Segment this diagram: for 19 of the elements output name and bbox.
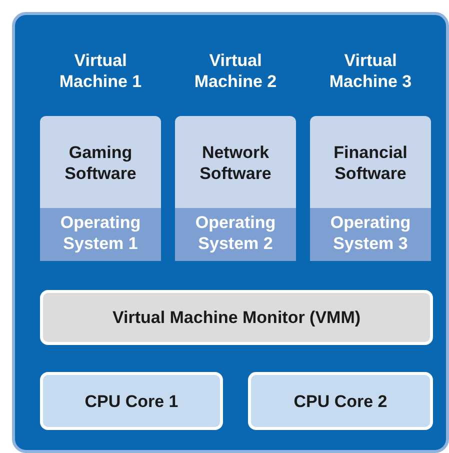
monitor-label: Virtual Machine Monitor (VMM) bbox=[111, 307, 362, 328]
operating-system-band bbox=[175, 208, 296, 261]
software-label: Gaming Software bbox=[64, 142, 138, 184]
cpu-core-label: CPU Core 1 bbox=[84, 390, 180, 412]
cpu-core-label: CPU Core 2 bbox=[292, 390, 388, 412]
os-label: Operating System 3 bbox=[329, 212, 412, 254]
operating-system-band bbox=[40, 208, 161, 261]
cpu-core-box bbox=[40, 372, 223, 430]
machine-heading: Virtual Machine 3 bbox=[328, 50, 413, 92]
software-label: Network Software bbox=[198, 142, 272, 184]
panel-background bbox=[12, 12, 449, 453]
cpu-core-box bbox=[248, 372, 433, 430]
machine-heading: Virtual Machine 1 bbox=[58, 50, 143, 92]
machine-heading: Virtual Machine 2 bbox=[193, 50, 278, 92]
operating-system-band bbox=[310, 208, 431, 261]
software-label: Financial Software bbox=[332, 142, 408, 184]
os-label: Operating System 2 bbox=[194, 212, 277, 254]
os-label: Operating System 1 bbox=[59, 212, 142, 254]
monitor-box bbox=[40, 290, 433, 345]
